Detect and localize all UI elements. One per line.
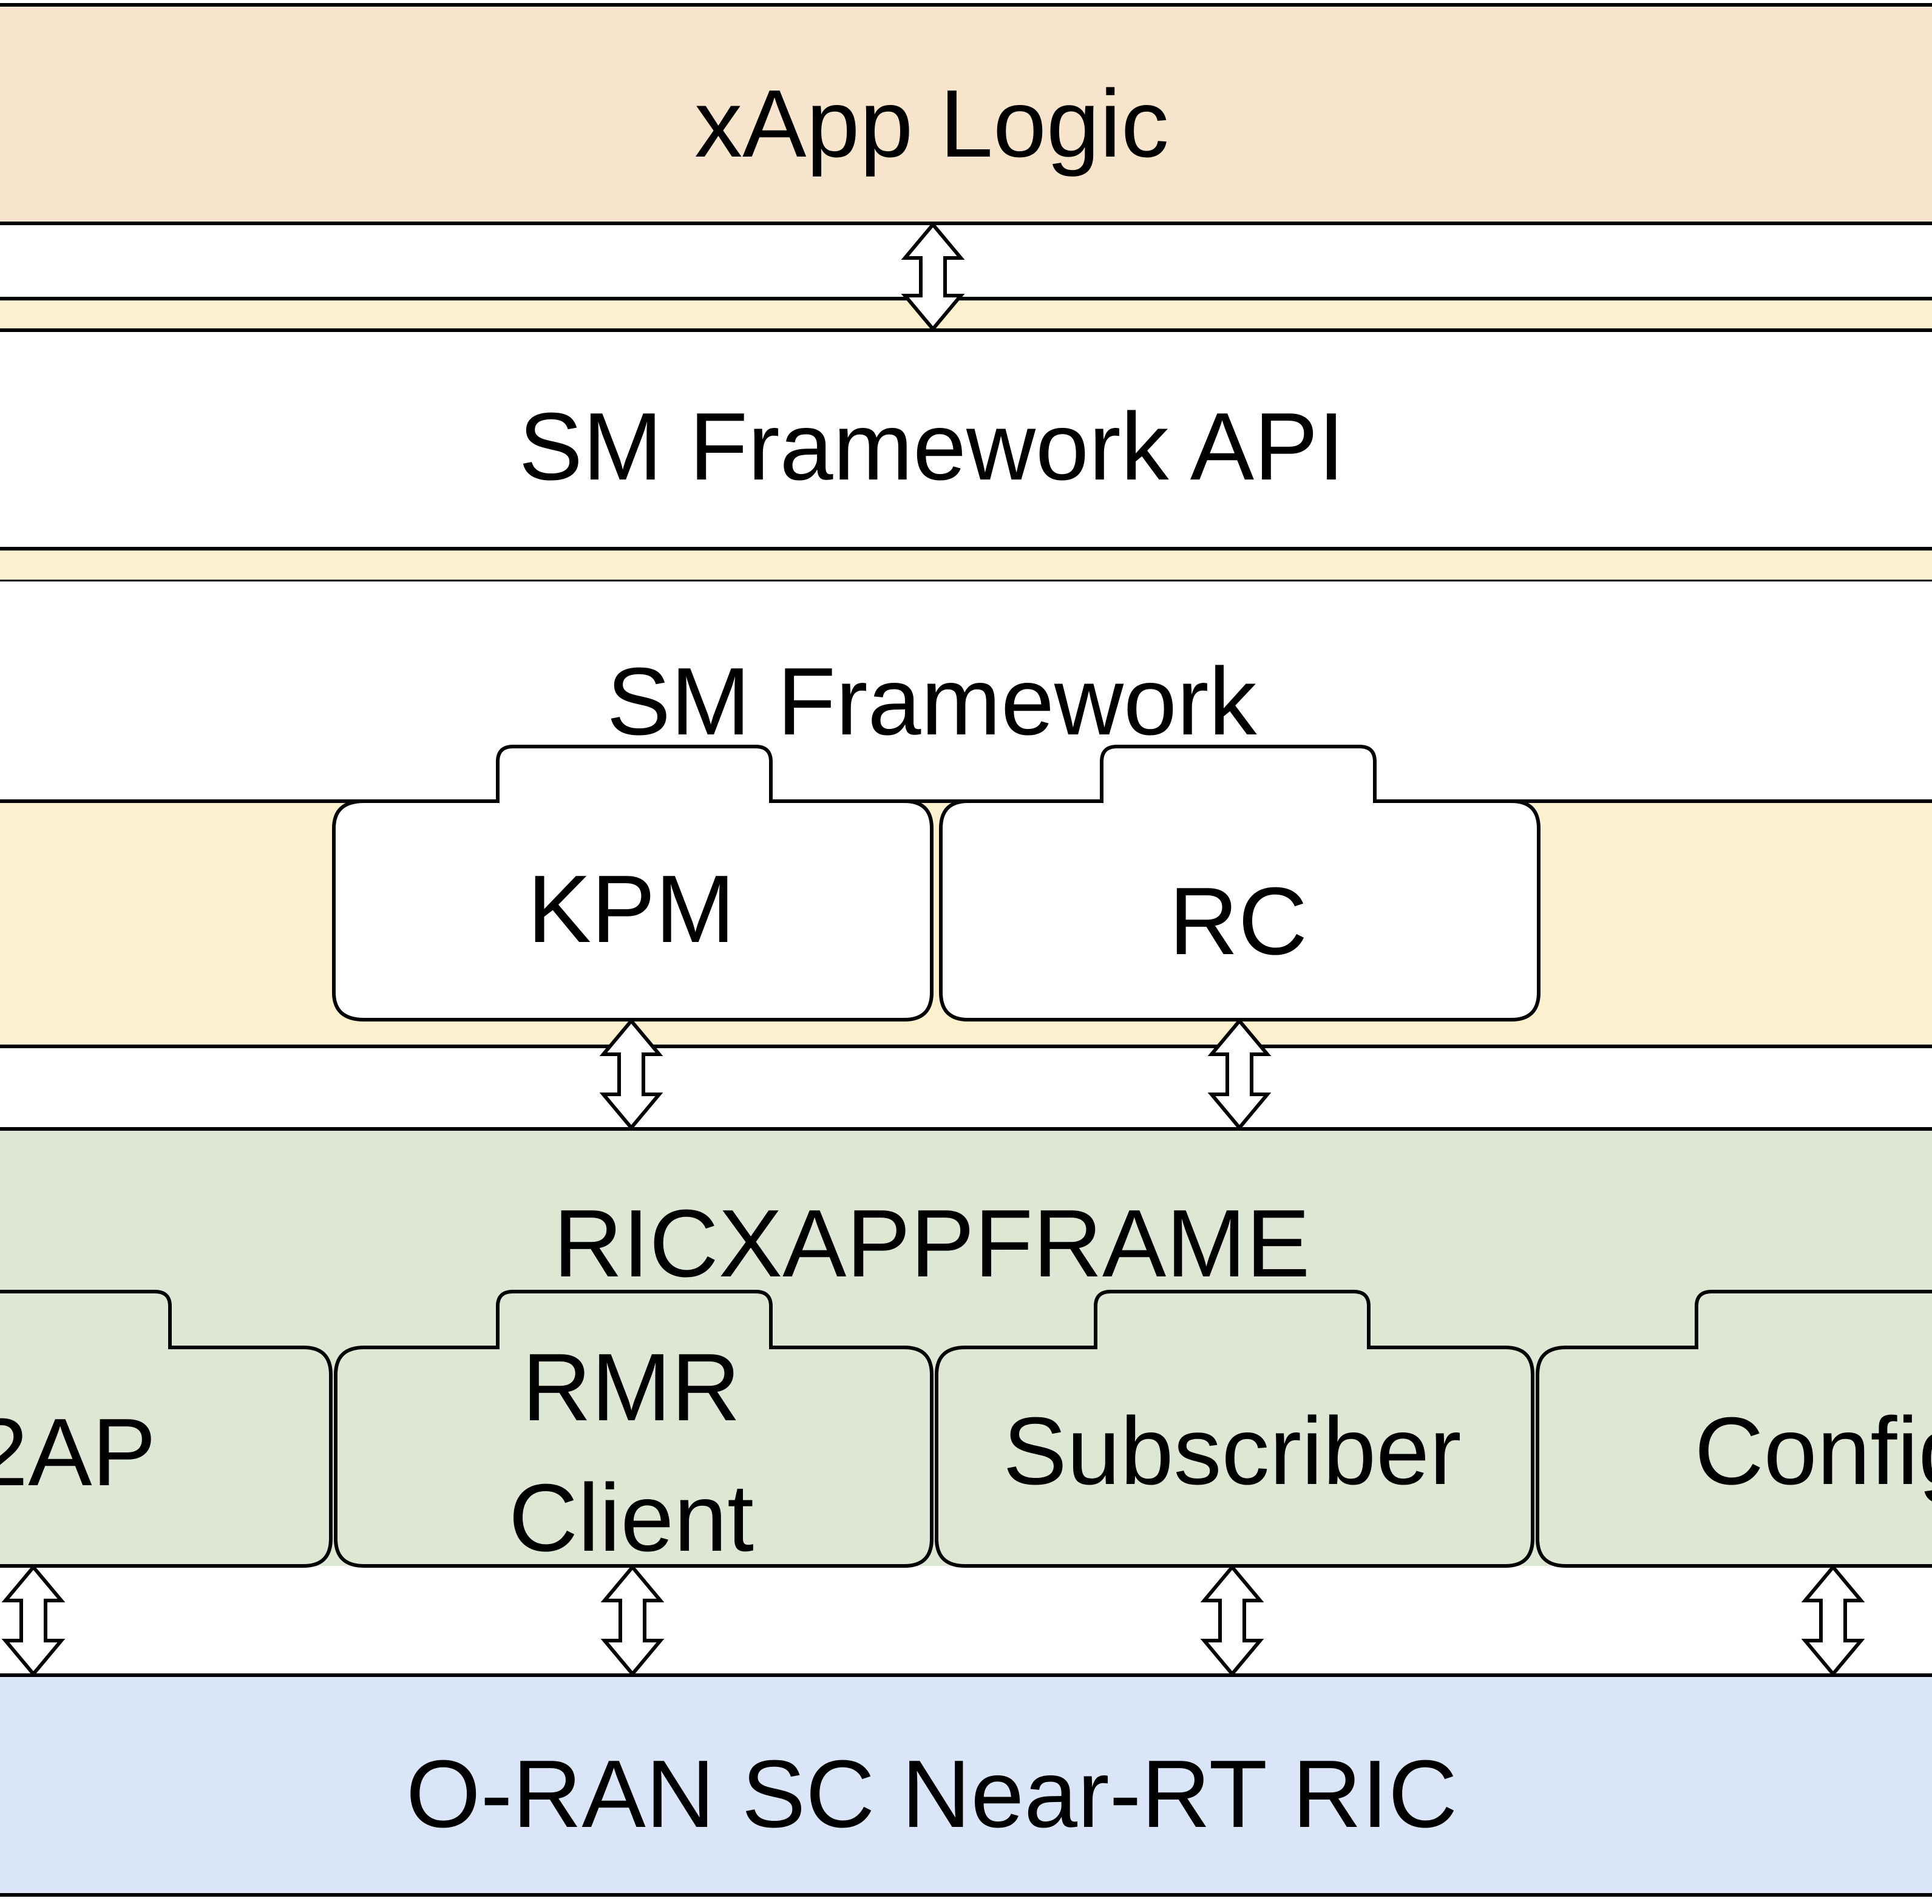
rmr-client-label-line1: RMR: [522, 1334, 741, 1441]
xapp-logic-label: xApp Logic: [694, 70, 1169, 177]
config-module: [1536, 1290, 1932, 1568]
sm-framework-label: SM Framework: [607, 648, 1258, 755]
arrow-xapp-to-sm-api: [901, 222, 965, 332]
arrow-e2ap-to-ric: [1, 1564, 66, 1677]
config-label: Config: [1695, 1398, 1932, 1505]
kpm-module: [332, 745, 934, 1021]
sm-api-bottom-band: [0, 547, 1932, 583]
near-rt-ric-label: O-RAN SC Near-RT RIC: [406, 1741, 1457, 1848]
sm-api-top-band: [0, 297, 1932, 332]
subscriber-label: Subscriber: [1003, 1398, 1461, 1505]
sm-api-layer: [0, 330, 1932, 549]
kpm-label: KPM: [527, 856, 735, 963]
subscriber-module: [935, 1290, 1534, 1568]
arrow-rmr-to-ric: [600, 1564, 665, 1677]
near-rt-ric-layer: [0, 1673, 1932, 1897]
ricxappframe-lower-gap: [0, 1566, 1932, 1675]
rc-module: [939, 745, 1541, 1021]
arrows: [1, 222, 1865, 1677]
arrow-kpm-to-ricxappframe: [599, 1018, 663, 1131]
arrow-config-to-ric: [1801, 1564, 1865, 1677]
arrow-subscriber-to-ric: [1200, 1564, 1264, 1677]
sm-api-label: SM Framework API: [519, 393, 1345, 500]
e2ap-module: [0, 1290, 333, 1568]
rmr-client-module: [334, 1290, 934, 1568]
rmr-client-label-line2: Client: [509, 1465, 754, 1571]
rc-label: RC: [1169, 868, 1307, 975]
gap-band: [0, 1045, 1932, 1131]
ricxappframe-label: RICXAPPFRAME: [554, 1190, 1310, 1297]
xapp-logic-layer: [0, 3, 1932, 225]
sm-framework-layer-top: [0, 581, 1932, 801]
arrow-rc-to-ricxappframe: [1207, 1018, 1272, 1131]
